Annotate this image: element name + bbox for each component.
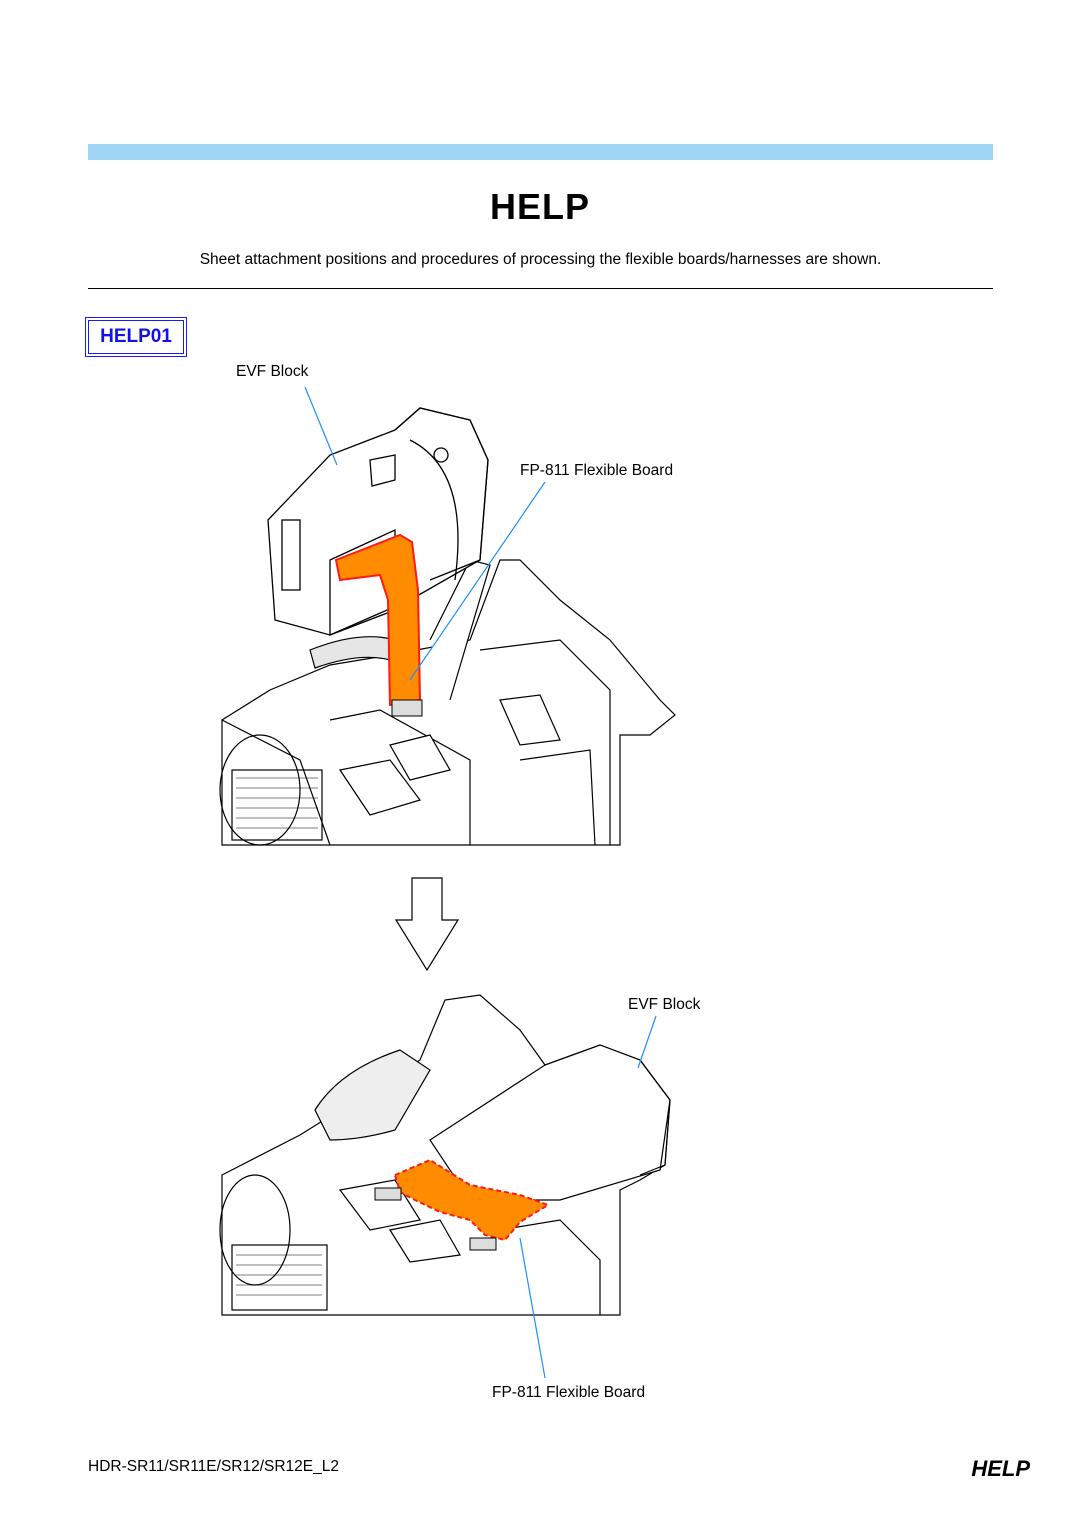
down-arrow-icon	[394, 877, 460, 972]
top-fp-label: FP-811 Flexible Board	[520, 462, 674, 479]
divider	[88, 288, 993, 289]
header-band	[88, 144, 993, 160]
bottom-fp-label: FP-811 Flexible Board	[492, 1384, 646, 1401]
page-title: HELP	[489, 186, 590, 227]
bottom-flex-board	[374, 1158, 551, 1251]
top-leader-lines	[304, 386, 546, 681]
top-evf-block	[267, 407, 489, 636]
footer-help-label[interactable]: HELP	[971, 1456, 1030, 1481]
top-evf-label: EVF Block	[236, 363, 309, 380]
model-number: HDR-SR11/SR11E/SR12/SR12E_L2	[88, 1458, 339, 1475]
bottom-camera-body	[219, 994, 671, 1316]
bottom-leader-lines	[519, 1015, 657, 1379]
top-camera-body	[219, 559, 676, 846]
top-flex-board	[334, 533, 423, 717]
bottom-evf-label: EVF Block	[628, 996, 701, 1013]
page-subtitle: Sheet attachment positions and procedure…	[199, 251, 882, 268]
help01-badge[interactable]: HELP01	[85, 317, 187, 357]
